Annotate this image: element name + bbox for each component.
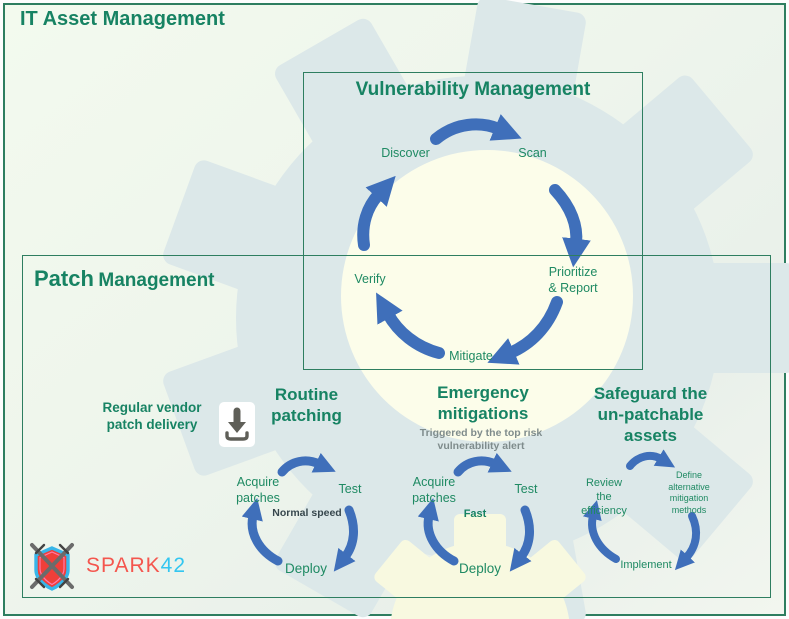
vendor-note: Regular vendor patch delivery (102, 400, 202, 432)
safeguard-title: Safeguard the un-patchable assets (593, 384, 708, 446)
patch-management-box (22, 255, 771, 598)
arrow-emergency-acquire-to-test (453, 452, 512, 477)
vm-step-verify: Verify (354, 272, 386, 286)
vm-step-prioritize-report: Prioritize & Report (548, 265, 598, 295)
arrow-verify-to-discover (357, 175, 396, 251)
safeguard-step-implement: Implement (620, 559, 672, 571)
vm-step-discover: Discover (381, 146, 430, 160)
emergency-speed-label: Fast (463, 508, 487, 520)
arrow-scan-to-prioritize (549, 184, 591, 268)
routine-patching-title: Routine patching (271, 385, 342, 426)
vulnerability-management-title: Vulnerability Management (355, 79, 591, 100)
arrow-mitigate-to-verify (376, 292, 445, 359)
logo-brand-text: SPARK (86, 554, 161, 577)
emergency-subtitle: Triggered by the top risk vulnerability … (419, 427, 543, 453)
arrow-safeguard-review-to-define (626, 449, 676, 470)
arrow-emergency-test-to-deploy (509, 505, 534, 572)
vm-step-mitigate: Mitigate (449, 349, 493, 363)
gear-watermark (163, 0, 789, 619)
vm-step-scan: Scan (518, 146, 547, 160)
patch-management-title-word1: Patch (34, 266, 94, 291)
routine-step-acquire: Acquire patches (236, 475, 280, 505)
routine-step-test: Test (338, 482, 362, 496)
emergency-step-deploy: Deploy (458, 561, 502, 576)
arrow-safeguard-define-to-implement (674, 512, 701, 571)
arrow-emergency-deploy-to-acquire (417, 498, 459, 566)
arrow-safeguard-implement-to-review (583, 500, 620, 563)
patch-management-title: Patch Management (34, 266, 215, 292)
shield-swords-icon (30, 543, 74, 591)
arrow-routine-test-to-deploy (333, 505, 358, 572)
arrow-discover-to-scan (430, 114, 522, 145)
page-title: IT Asset Management (20, 8, 225, 30)
logo-wordmark: SPARK42 (86, 554, 186, 578)
arrow-prioritize-to-mitigate (487, 296, 563, 365)
emergency-mitigations-title: Emergency mitigations (437, 383, 529, 424)
arrow-routine-deploy-to-acquire (241, 498, 283, 566)
arrow-routine-acquire-to-test (277, 452, 336, 477)
routine-speed-label: Normal speed (272, 507, 342, 519)
routine-step-deploy: Deploy (284, 561, 328, 576)
patch-management-title-word2: Management (98, 270, 215, 291)
vulnerability-management-box (303, 72, 643, 370)
safeguard-step-review: Review the efficiency (581, 477, 627, 518)
logo: SPARK42 (26, 538, 186, 594)
download-chip (219, 402, 255, 447)
logo-brand-number: 42 (160, 554, 186, 577)
emergency-step-test: Test (514, 482, 538, 496)
emergency-step-acquire: Acquire patches (412, 475, 456, 505)
safeguard-step-define: Define alternative mitigation methods (668, 470, 710, 516)
download-icon (225, 407, 249, 441)
